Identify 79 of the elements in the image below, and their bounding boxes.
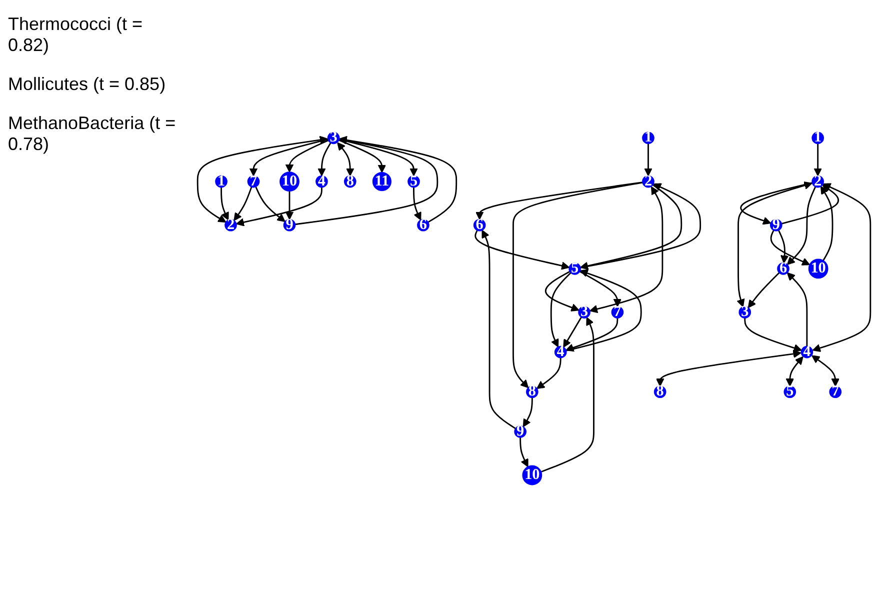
node-circle: 4 <box>316 175 328 188</box>
arrow <box>520 437 528 468</box>
arrow <box>512 182 643 388</box>
node-circle: 3 <box>327 132 340 144</box>
node-circle: 8 <box>654 386 666 398</box>
arrow <box>580 184 682 270</box>
node-circle: 3 <box>738 306 752 318</box>
arrow <box>748 272 780 308</box>
graph-title: Mollicutes (t = 0.85) <box>8 74 167 95</box>
arrow <box>580 183 702 268</box>
arrow <box>579 270 622 307</box>
arrow <box>234 186 252 221</box>
node-circle: 4 <box>800 346 814 358</box>
node-circle: 5 <box>408 175 420 188</box>
arrow <box>318 142 332 176</box>
node-circle: 9 <box>283 218 296 232</box>
node-circle: 6 <box>473 218 486 232</box>
arrow <box>338 139 386 173</box>
node-circle: 9 <box>514 425 526 438</box>
arrow <box>770 230 810 266</box>
node-circle: 11 <box>372 172 392 191</box>
node-circle: 7 <box>247 175 260 188</box>
node-circle: 6 <box>777 262 790 275</box>
arrow <box>786 272 808 346</box>
node-circle: 2 <box>224 218 237 232</box>
node-circle: 5 <box>784 386 796 398</box>
node-circle: 1 <box>215 175 228 188</box>
node-circle: 10 <box>808 258 828 279</box>
arrow <box>778 230 789 264</box>
arrow <box>740 182 812 225</box>
arrow <box>338 136 458 223</box>
arrow <box>820 186 834 261</box>
arrow <box>295 136 438 225</box>
node-circle: 2 <box>642 175 654 188</box>
arrow <box>474 230 570 270</box>
arrow <box>285 190 294 220</box>
arrow <box>566 318 618 352</box>
arrow <box>540 316 594 472</box>
arrow <box>781 184 840 224</box>
node-circle: 8 <box>526 386 538 398</box>
node-circle: 6 <box>417 218 430 232</box>
arrow <box>285 140 329 172</box>
arrow <box>413 187 422 220</box>
arrow <box>475 182 643 220</box>
arrow <box>482 230 516 430</box>
arrow <box>786 356 804 386</box>
arrow <box>249 138 328 176</box>
arrow <box>337 142 354 176</box>
arrow <box>656 350 802 386</box>
arrow <box>255 186 286 222</box>
arrow <box>220 187 229 220</box>
arrow <box>736 181 812 308</box>
node-circle: 5 <box>568 262 581 275</box>
node-circle: 1 <box>642 132 654 144</box>
graph-title: Thermococci (t = 0.82) <box>8 14 144 56</box>
arrow <box>566 269 642 352</box>
arrow <box>536 358 562 389</box>
arrow <box>644 144 652 176</box>
arrow <box>236 187 322 226</box>
node-circle: 9 <box>770 218 782 232</box>
arrow <box>544 270 580 312</box>
arrow <box>814 144 822 176</box>
node-circle: 3 <box>578 306 590 318</box>
node-circle: 1 <box>812 132 824 144</box>
node-circle: 10 <box>522 465 542 486</box>
arrow <box>550 272 572 348</box>
arrow <box>812 183 872 352</box>
arrow <box>812 355 840 386</box>
arrow <box>338 138 418 176</box>
arrow <box>786 186 816 265</box>
graph-title: MethanoBacteria (t = 0.78) <box>8 113 177 155</box>
node-circle: 2 <box>812 175 824 188</box>
node-circle: 4 <box>554 346 567 358</box>
node-circle: 10 <box>280 171 300 192</box>
node-circle: 8 <box>344 175 356 188</box>
arrow <box>563 316 582 348</box>
arrow <box>522 397 533 428</box>
arrow <box>589 186 664 313</box>
arrow <box>744 318 802 352</box>
